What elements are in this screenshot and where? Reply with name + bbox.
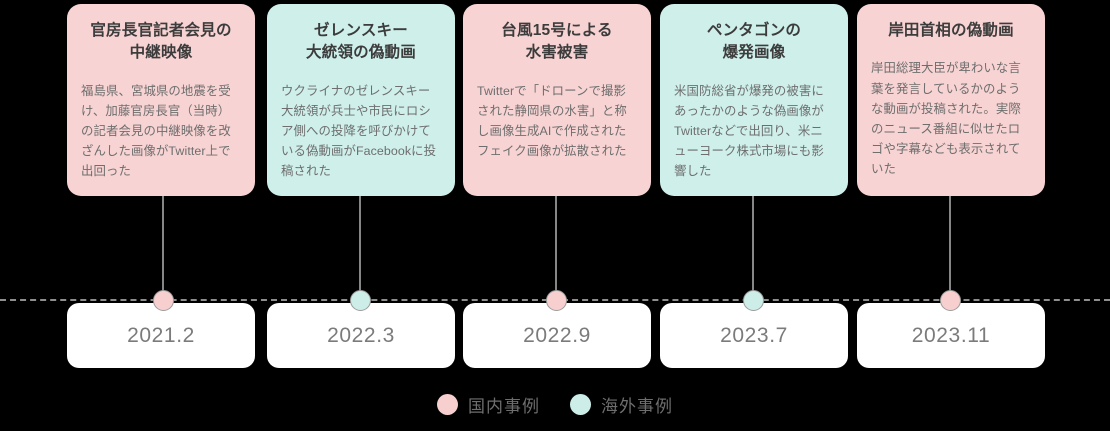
event-card[interactable]: 台風15号による水害被害 Twitterで「ドローンで撮影された静岡県の水害」と称… bbox=[463, 4, 651, 196]
date-box[interactable]: 2022.9 bbox=[463, 303, 651, 368]
date-label: 2022.9 bbox=[523, 323, 591, 347]
axis-dot-overseas bbox=[743, 290, 764, 311]
event-card[interactable]: 岸田首相の偽動画岸田総理大臣が卑わいな言葉を発言しているかのような動画が投稿され… bbox=[857, 4, 1045, 196]
event-card-title: 台風15号による水害被害 bbox=[501, 22, 613, 62]
legend-label: 国内事例 bbox=[468, 397, 540, 416]
date-label: 2022.3 bbox=[327, 323, 395, 347]
connector-stem bbox=[359, 196, 361, 300]
event-card[interactable]: 官房長官記者会見の中継映像福島県、宮城県の地震を受け、加藤官房長官（当時）の記者… bbox=[67, 4, 255, 196]
legend-item-overseas: 海外事例 bbox=[570, 392, 673, 417]
event-card-description: 米国防総省が爆発の被害にあったかのような偽画像がTwitterなどで出回り、米ニ… bbox=[674, 83, 824, 179]
event-cards-row: 官房長官記者会見の中継映像福島県、宮城県の地震を受け、加藤官房長官（当時）の記者… bbox=[0, 0, 1110, 200]
legend: 国内事例 海外事例 bbox=[0, 392, 1110, 417]
axis-dot-domestic bbox=[940, 290, 961, 311]
date-label: 2021.2 bbox=[127, 323, 195, 347]
event-card-title: 岸田首相の偽動画 bbox=[888, 22, 1014, 39]
event-card[interactable]: ペンタゴンの爆発画像米国防総省が爆発の被害にあったかのような偽画像がTwitte… bbox=[660, 4, 848, 196]
event-card-description: 岸田総理大臣が卑わいな言葉を発言しているかのような動画が投稿された。実際のニュー… bbox=[871, 61, 1021, 176]
date-label: 2023.7 bbox=[720, 323, 788, 347]
date-box[interactable]: 2021.2 bbox=[67, 303, 255, 368]
event-card-title: ゼレンスキー大統領の偽動画 bbox=[306, 22, 416, 62]
connector-stem bbox=[752, 196, 754, 300]
connector-stem bbox=[162, 196, 164, 300]
axis-dot-overseas bbox=[350, 290, 371, 311]
legend-dot-overseas bbox=[570, 394, 591, 415]
connector-stem bbox=[949, 196, 951, 300]
date-box[interactable]: 2023.11 bbox=[857, 303, 1045, 368]
event-card-title: ペンタゴンの爆発画像 bbox=[706, 22, 802, 62]
date-label: 2023.11 bbox=[911, 323, 991, 347]
event-card-title: 官房長官記者会見の中継映像 bbox=[90, 22, 232, 62]
legend-dot-domestic bbox=[437, 394, 458, 415]
event-card-description: ウクライナのゼレンスキー大統領が兵士や市民にロシア側への投降を呼びかけている偽動… bbox=[281, 83, 437, 179]
date-box[interactable]: 2022.3 bbox=[267, 303, 455, 368]
connector-stem bbox=[555, 196, 557, 300]
axis-dot-domestic bbox=[546, 290, 567, 311]
date-box[interactable]: 2023.7 bbox=[660, 303, 848, 368]
event-card-description: Twitterで「ドローンで撮影された静岡県の水害」と称し画像生成AIで作成され… bbox=[477, 83, 627, 159]
legend-label: 海外事例 bbox=[601, 397, 673, 416]
legend-item-domestic: 国内事例 bbox=[437, 392, 540, 417]
axis-dot-domestic bbox=[153, 290, 174, 311]
event-card[interactable]: ゼレンスキー大統領の偽動画ウクライナのゼレンスキー大統領が兵士や市民にロシア側へ… bbox=[267, 4, 455, 196]
event-card-description: 福島県、宮城県の地震を受け、加藤官房長官（当時）の記者会見の中継映像を改ざんした… bbox=[81, 83, 231, 179]
